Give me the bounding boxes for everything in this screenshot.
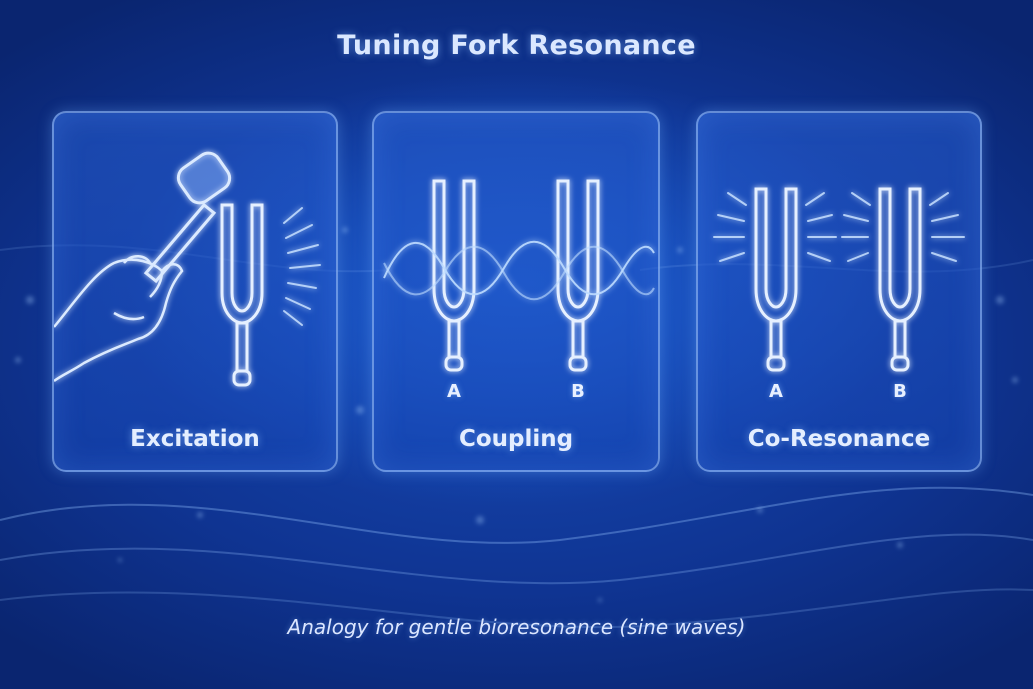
- vibration-lines: [713, 192, 965, 262]
- fork-label-a: A: [769, 381, 783, 402]
- tuning-fork-b-icon: [556, 179, 600, 372]
- fork-label-b: B: [571, 381, 585, 402]
- excitation-illustration: [54, 151, 321, 387]
- caption: Analogy for gentle bioresonance (sine wa…: [287, 615, 746, 639]
- mallet-icon: [143, 151, 232, 284]
- coupling-illustration: [383, 179, 655, 372]
- sine-wave-lines: [383, 240, 655, 301]
- bokeh-particles: [15, 227, 1018, 602]
- vibration-lines: [283, 207, 321, 326]
- diagram-title: Tuning Fork Resonance: [337, 30, 696, 61]
- panel-coupling: A B Coupling: [372, 111, 660, 472]
- tuning-fork-a-icon: [754, 187, 798, 372]
- tuning-fork-icon: [220, 203, 264, 387]
- tuning-fork-b-icon: [878, 187, 922, 372]
- panel-excitation: Excitation: [52, 111, 338, 472]
- fork-label-b: B: [893, 381, 907, 402]
- tuning-fork-a-icon: [432, 179, 476, 372]
- panel-label-co-resonance: Co-Resonance: [747, 426, 931, 452]
- panel-co-resonance: A B Co-Resonance: [696, 111, 982, 472]
- hand-icon: [54, 255, 184, 383]
- co-resonance-illustration: [713, 187, 965, 372]
- panel-label-excitation: Excitation: [130, 426, 260, 452]
- fork-label-a: A: [447, 381, 461, 402]
- panel-label-coupling: Coupling: [458, 426, 574, 452]
